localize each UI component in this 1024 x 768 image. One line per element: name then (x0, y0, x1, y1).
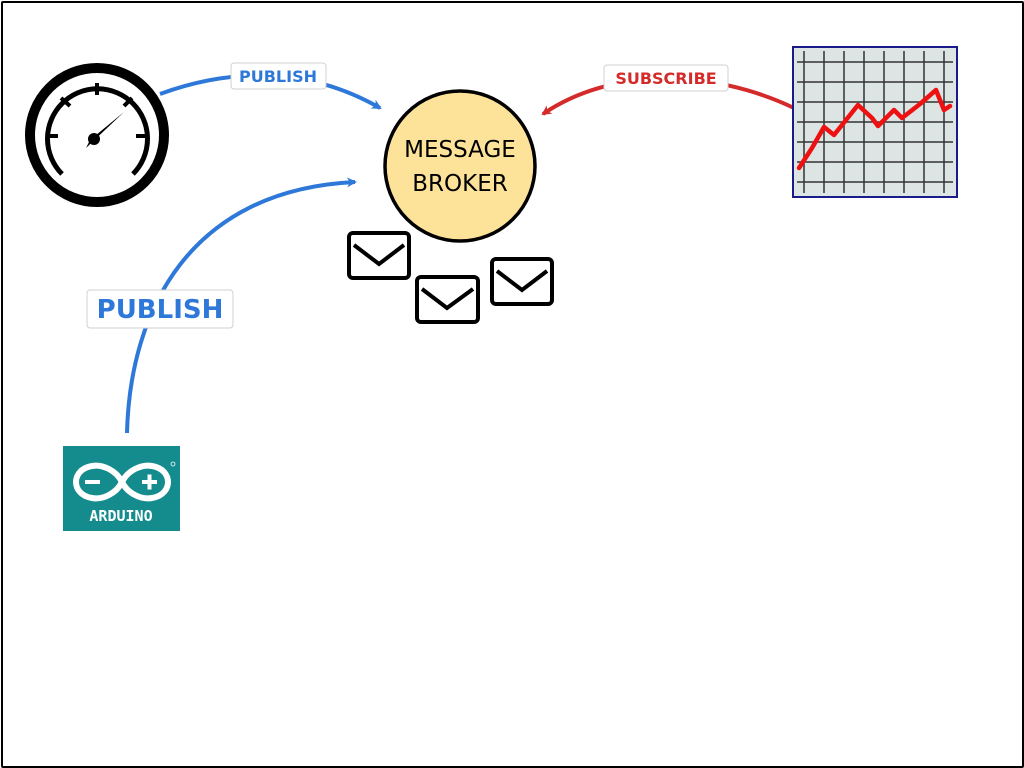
broker-line2: BROKER (412, 171, 507, 197)
broker-line1: MESSAGE (404, 137, 516, 163)
subscribe-label: SUBSCRIBE (603, 64, 729, 92)
publish-arrow-left (125, 177, 357, 434)
publish-label-top-text: PUBLISH (239, 67, 317, 86)
subscribe-label-text: SUBSCRIBE (615, 69, 716, 88)
gauge-icon (25, 63, 169, 207)
publish-label-top: PUBLISH (230, 62, 327, 90)
publish-label-left-text: PUBLISH (97, 295, 224, 325)
arduino-logo: ARDUINO (63, 446, 180, 531)
envelope-icon (490, 257, 554, 306)
arduino-text: ARDUINO (89, 507, 152, 525)
message-broker: MESSAGE BROKER (383, 89, 537, 243)
chart-icon (792, 46, 958, 198)
envelope-icon (347, 231, 411, 280)
envelope-icon (415, 275, 480, 324)
publish-label-left: PUBLISH (86, 289, 234, 329)
